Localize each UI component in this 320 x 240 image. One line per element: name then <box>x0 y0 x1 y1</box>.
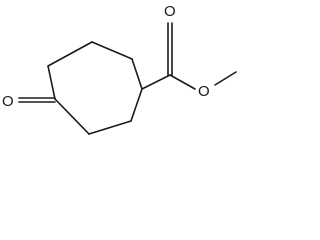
ester-oxygen-label: O <box>198 83 210 100</box>
ring-bond <box>91 41 133 60</box>
ring-bond <box>130 88 143 122</box>
ring-bond <box>88 120 132 135</box>
structure-diagram: O O O <box>2 3 237 135</box>
carbonyl-to-ester-oxygen-bond <box>169 74 196 90</box>
carbonyl-oxygen-label: O <box>164 3 176 20</box>
ring-to-carbonyl-bond <box>141 74 171 90</box>
ester-oxygen-to-methyl-bond <box>214 71 237 86</box>
ketone-oxygen-label: O <box>2 93 14 110</box>
ring-bond <box>47 41 93 67</box>
ring-bond <box>54 98 90 135</box>
ring-bond <box>47 65 56 100</box>
ring-bond <box>131 58 143 90</box>
